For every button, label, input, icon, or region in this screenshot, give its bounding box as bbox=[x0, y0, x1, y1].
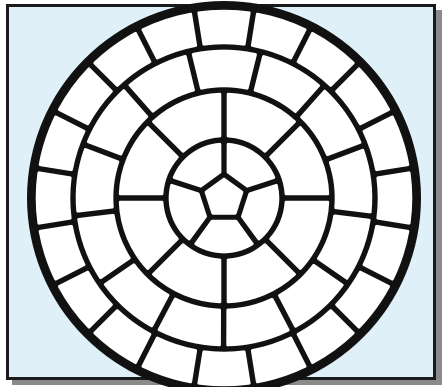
ring-3-cell bbox=[37, 173, 70, 223]
ring-3-cell bbox=[199, 352, 249, 385]
ring-2-cell bbox=[77, 150, 118, 212]
ring-3-cell bbox=[378, 173, 411, 223]
ring-2-cell bbox=[330, 150, 370, 212]
ring-2-cell bbox=[193, 51, 255, 88]
ring-3-cell bbox=[199, 11, 249, 44]
